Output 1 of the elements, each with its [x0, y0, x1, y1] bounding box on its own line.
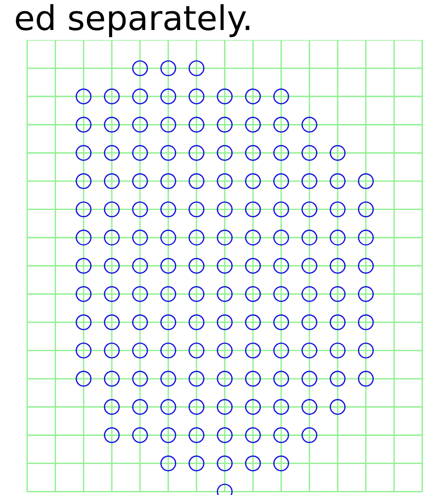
heading-text: ed separately.	[14, 0, 253, 38]
